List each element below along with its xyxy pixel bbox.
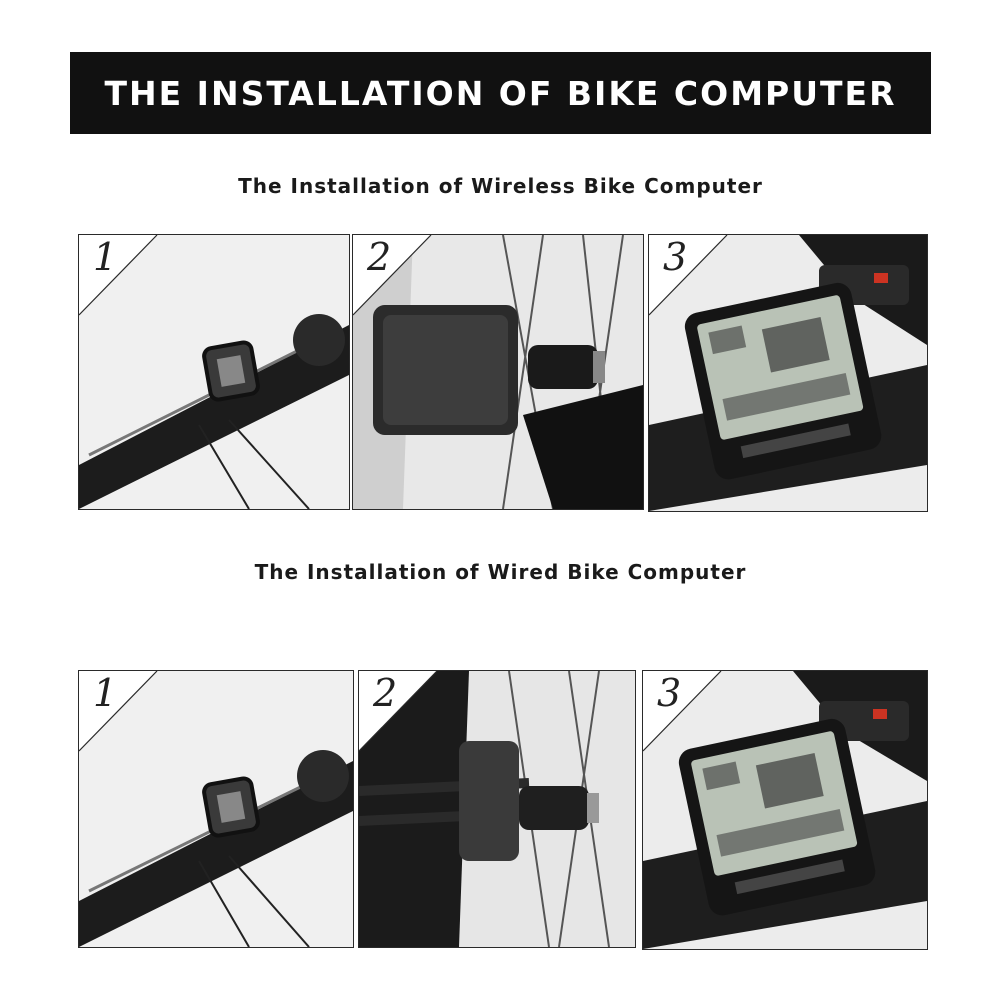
computer-on-handlebar-photo: [643, 671, 927, 949]
wireless-sensor-magnet-photo: [353, 235, 643, 509]
step-number: 3: [663, 235, 688, 279]
banner-title: THE INSTALLATION OF BIKE COMPUTER: [104, 73, 897, 113]
wired-section-title: The Installation of Wired Bike Computer: [254, 560, 747, 584]
handlebar-mount-photo: [79, 671, 353, 947]
handlebar-mount-photo: [79, 235, 349, 509]
wired-sensor-fork-photo: [359, 671, 635, 947]
wired-step-1-panel: 1: [78, 670, 354, 948]
step-number: 2: [373, 671, 398, 715]
computer-on-handlebar-photo: [649, 235, 927, 511]
wireless-section-title: The Installation of Wireless Bike Comput…: [238, 174, 763, 198]
wireless-step-3-panel: 3: [648, 234, 928, 512]
title-banner: THE INSTALLATION OF BIKE COMPUTER: [70, 52, 931, 134]
step-number: 1: [93, 671, 118, 715]
wireless-step-2-panel: 2: [352, 234, 644, 510]
wireless-step-1-panel: 1: [78, 234, 350, 510]
step-number: 3: [657, 671, 682, 715]
wired-step-3-panel: 3: [642, 670, 928, 950]
wired-step-2-panel: 2: [358, 670, 636, 948]
step-number: 2: [367, 235, 392, 279]
step-number: 1: [93, 235, 118, 279]
